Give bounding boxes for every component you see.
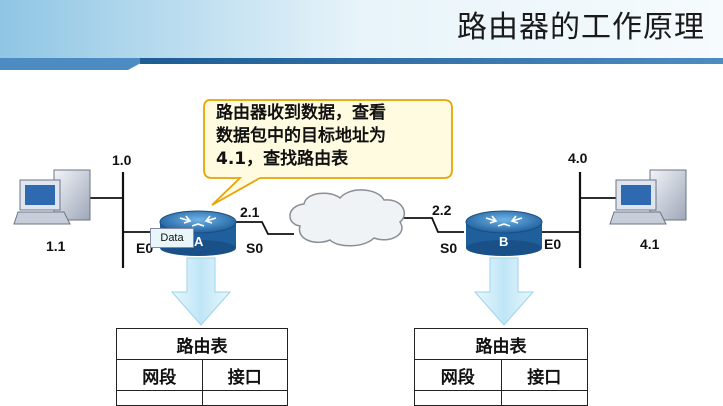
router-b-arrows-icon <box>485 215 523 227</box>
callout-line: 路由器收到数据，查看 <box>216 103 386 123</box>
left-network-label: 1.0 <box>112 152 132 168</box>
serial-link-a <box>234 221 294 235</box>
right-host-computer-icon <box>609 169 687 225</box>
column-header-interface: 接口 <box>500 359 588 391</box>
table-row <box>500 390 588 406</box>
callout-bubble <box>203 99 453 206</box>
table-row <box>201 390 288 406</box>
header-stripe <box>140 58 723 64</box>
wan-cloud <box>289 189 405 247</box>
left-host-computer-icon <box>13 169 91 225</box>
column-header-network: 网段 <box>116 359 203 391</box>
routing-table-a: 路由表 网段 接口 <box>116 328 288 406</box>
router-b-s0-label: S0 <box>440 240 458 256</box>
callout-text: 路由器收到数据，查看 数据包中的目标地址为 4.1，查找路由表 <box>216 102 446 171</box>
callout-line: 数据包中的目标地址为 <box>216 126 386 146</box>
routing-table-title: 路由表 <box>116 328 288 360</box>
right-network-label: 4.0 <box>568 150 588 166</box>
table-row <box>414 390 502 406</box>
data-packet: Data <box>150 228 194 248</box>
left-host-label: 1.1 <box>46 238 66 254</box>
router-b-label: B <box>499 234 509 249</box>
router-a <box>159 210 237 256</box>
table-row <box>116 390 203 406</box>
right-host-label: 4.1 <box>640 236 660 252</box>
router-a-e0-label: E0 <box>136 240 154 256</box>
router-a-arrows-icon <box>179 215 217 227</box>
slide-title: 路由器的工作原理 <box>457 10 705 45</box>
router-b <box>465 210 543 256</box>
column-header-network: 网段 <box>414 359 502 391</box>
routing-table-b: 路由表 网段 接口 <box>414 328 588 406</box>
router-b-serial-ip: 2.2 <box>432 202 452 218</box>
router-a-label: A <box>194 234 204 249</box>
callout-line: 4.1，查找路由表 <box>216 149 349 169</box>
router-a-s0-label: S0 <box>246 240 264 256</box>
header-tab <box>0 58 150 70</box>
arrow-to-table-b <box>473 257 535 326</box>
router-a-serial-ip: 2.1 <box>240 204 260 220</box>
column-header-interface: 接口 <box>201 359 288 391</box>
router-b-e0-label: E0 <box>544 236 562 252</box>
header-band <box>0 0 723 58</box>
serial-link-b <box>400 217 464 233</box>
arrow-to-table-a <box>170 257 232 326</box>
routing-table-title: 路由表 <box>414 328 588 360</box>
